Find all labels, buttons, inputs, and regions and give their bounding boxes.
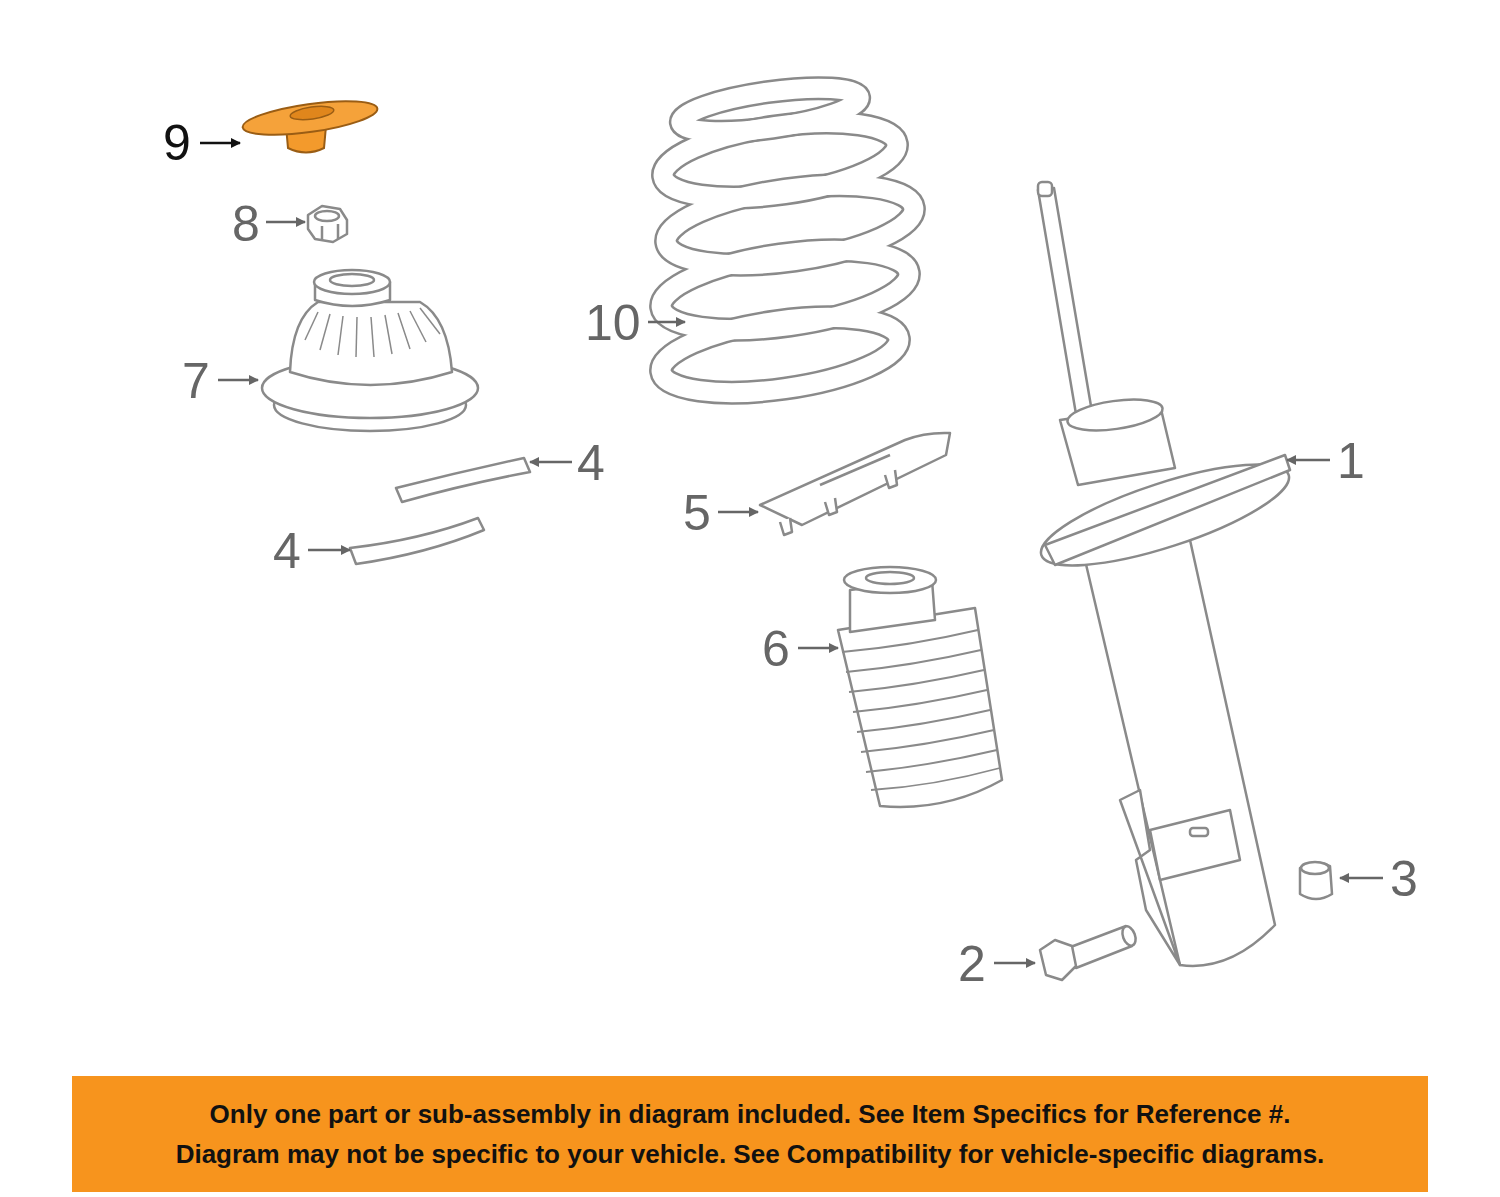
lower-insulator <box>760 433 950 535</box>
notice-text: Only one part or sub-assembly in diagram… <box>84 1094 1416 1134</box>
coil-spring <box>656 80 919 406</box>
callout-number: 5 <box>683 488 711 538</box>
nut <box>1300 862 1332 899</box>
callout-number: 2 <box>958 939 986 989</box>
leader-arrows <box>200 143 1383 963</box>
callout-number: 10 <box>585 298 641 348</box>
notice-text: Diagram may not be specific to your vehi… <box>84 1134 1416 1174</box>
spring-shim <box>350 458 530 564</box>
callout-number: 6 <box>762 624 790 674</box>
strut-mount <box>262 270 478 431</box>
strut-assembly <box>1031 182 1298 966</box>
callout-number: 3 <box>1390 854 1418 904</box>
callout-number: 1 <box>1337 436 1365 486</box>
callout-number: 4 <box>577 438 605 488</box>
bolt <box>1040 925 1138 980</box>
nut <box>308 206 347 242</box>
callout-number: 8 <box>232 199 260 249</box>
callout-number: 4 <box>273 526 301 576</box>
spring-insulator <box>241 95 380 153</box>
callout-number: 9 <box>163 118 191 168</box>
notice-banner: Only one part or sub-assembly in diagram… <box>72 1076 1428 1192</box>
dust-boot <box>838 567 1002 807</box>
callout-number: 7 <box>182 356 210 406</box>
